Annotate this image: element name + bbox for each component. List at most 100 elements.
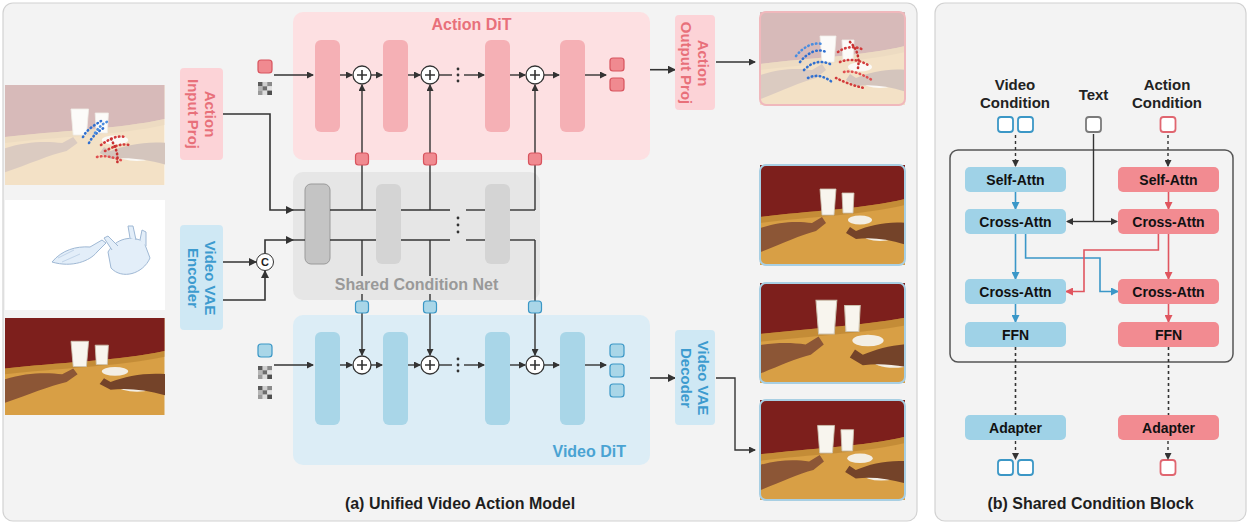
noise-token — [258, 366, 272, 379]
internal-flow-line — [371, 364, 382, 365]
ellipsis-dots — [457, 231, 460, 234]
node-text: Action Input Proj — [185, 74, 219, 154]
shared-condition-block — [485, 184, 510, 264]
ellipsis-dots — [457, 224, 460, 227]
output-arrow — [716, 62, 755, 450]
video-token — [356, 301, 369, 313]
panel-shape — [935, 3, 1246, 521]
condition-flow-line — [1094, 221, 1118, 222]
node-text: FFN — [1155, 327, 1182, 343]
noise-token — [258, 82, 272, 95]
shared-condition-net: Shared Condition Net — [293, 172, 540, 300]
internal-flow-line — [466, 209, 485, 210]
input-action-image — [97, 156, 123, 161]
node-text: Self-Attn — [1139, 172, 1197, 188]
output-action-image — [844, 71, 872, 80]
internal-flow-line — [585, 74, 606, 75]
internal-flow-line — [510, 209, 535, 210]
output-video-frame — [758, 165, 907, 265]
condition-flow-line — [1015, 135, 1016, 166]
output-action-image — [760, 12, 905, 105]
ffn-box: FFN — [965, 322, 1066, 347]
internal-flow-line — [510, 74, 525, 75]
output-action-image — [808, 76, 832, 82]
internal-flow-line — [274, 75, 606, 365]
action-dit-block — [315, 40, 340, 132]
output-action-image — [796, 44, 822, 57]
node-text: Cross-Attn — [1132, 284, 1204, 300]
output-video-frame — [760, 283, 905, 383]
video-token — [424, 301, 437, 313]
output-video-frame — [752, 400, 910, 506]
connector — [223, 261, 256, 263]
video-token — [610, 384, 624, 397]
node-text: Action DiT — [432, 16, 512, 34]
input-action-image — [3, 85, 167, 185]
input-action-image — [83, 121, 129, 165]
node-text: (a) Unified Video Action Model — [345, 495, 575, 513]
internal-flow-line — [293, 209, 305, 210]
node-text: Cross-Attn — [979, 284, 1051, 300]
action-dit-band: Action DiT — [293, 12, 650, 160]
input-action-image — [111, 139, 118, 165]
internal-flow-line — [585, 364, 606, 365]
input-video-frame — [3, 318, 167, 415]
concat-circle: C — [256, 253, 274, 271]
output-action-image — [838, 47, 864, 52]
node-text: Video DiT — [553, 443, 627, 461]
input-action-image — [3, 85, 167, 185]
ffn-box: FFN — [1118, 322, 1219, 347]
ellipsis-dots — [457, 217, 460, 220]
action-output-proj: Action Output Proj — [675, 15, 715, 110]
condition-flow-line — [1093, 134, 1094, 222]
connector — [1168, 347, 1170, 415]
output-action-image — [758, 12, 907, 112]
label-anchor: Action Condition — [1122, 76, 1212, 112]
action-token — [258, 60, 272, 73]
panel-shape — [3, 3, 917, 521]
connector — [265, 240, 293, 253]
block-outline — [950, 150, 1233, 362]
internal-flow-line — [401, 239, 450, 240]
node-text: Self-Attn — [986, 172, 1044, 188]
shared-condition-block — [305, 184, 510, 264]
internal-flow-line — [534, 85, 535, 210]
output-video-frame — [735, 269, 929, 399]
internal-flow-line — [274, 364, 313, 365]
output-arrow — [716, 378, 755, 450]
ellipsis-dots — [457, 364, 460, 367]
internal-flow-line — [361, 240, 362, 355]
internal-flow-line — [464, 364, 484, 365]
action-token — [610, 78, 624, 91]
node-text: Adapter — [989, 420, 1042, 436]
output-video-frame — [752, 400, 910, 506]
adapter-box: Adapter — [1118, 415, 1219, 440]
connector — [1015, 192, 1017, 209]
action-input-proj: Action Input Proj — [180, 68, 223, 160]
connector — [223, 114, 293, 210]
action-token — [356, 153, 369, 165]
video-token — [258, 344, 272, 357]
internal-flow-line — [534, 240, 535, 355]
output-action-image — [836, 78, 864, 88]
condition-token — [998, 460, 1013, 475]
connector — [650, 377, 675, 379]
condition-token — [1018, 460, 1033, 475]
ellipsis-dots — [457, 68, 460, 373]
action-dit-block — [383, 40, 408, 132]
action-dit-band-shape — [293, 12, 650, 160]
condition-label: Action Condition — [1122, 76, 1212, 112]
internal-flow-line — [340, 364, 352, 365]
node-text: FFN — [1002, 327, 1029, 343]
output-action-image — [804, 62, 830, 70]
video-token — [610, 364, 624, 377]
self-attn-box: Self-Attn — [1118, 167, 1219, 192]
input-video-frame — [3, 318, 167, 415]
output-video-frame — [758, 165, 907, 265]
output-action-image — [758, 12, 907, 112]
cross-attn-box: Cross-Attn — [965, 279, 1066, 304]
output-video-frame — [735, 269, 929, 399]
node-text: Video VAE Decoder — [678, 334, 712, 422]
output-video-frame — [760, 400, 905, 500]
internal-flow-line — [401, 209, 450, 210]
